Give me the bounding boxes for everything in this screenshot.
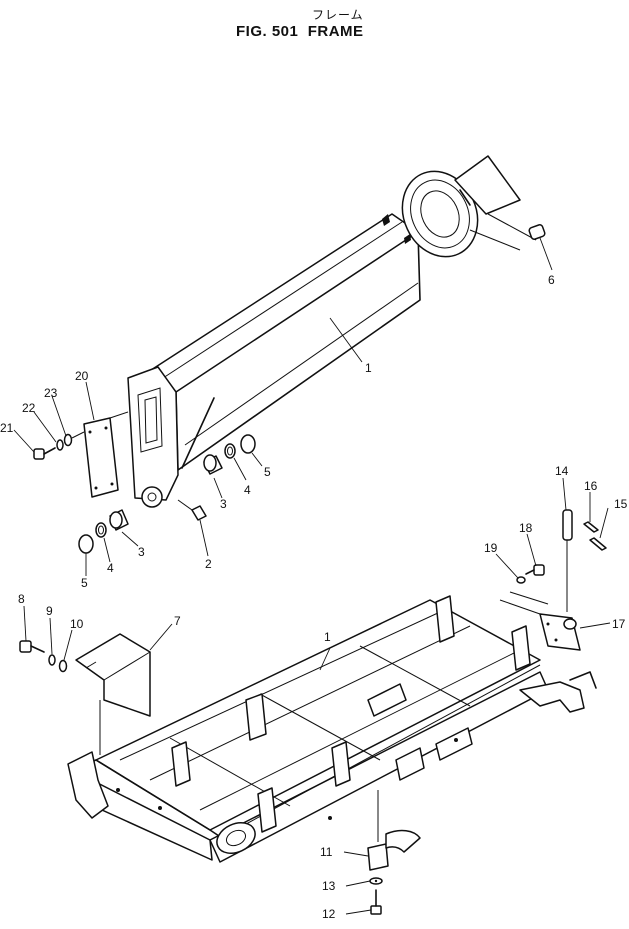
callout-11: 11: [320, 845, 333, 859]
callout-7: 7: [174, 614, 181, 628]
callout-8: 8: [18, 592, 25, 606]
part-11-bearing-block: [367, 790, 421, 871]
leader-lines: [13, 237, 611, 915]
part-17-bracket-plate: [499, 591, 581, 651]
part-3-bushing-left: [109, 509, 129, 531]
figure-title: FIG. 501 FRAME: [236, 23, 364, 40]
callout-1-lower-frame: 1: [324, 630, 331, 644]
part-3-bushing-right: [203, 454, 223, 475]
figure-title-japanese: フレーム: [312, 8, 364, 22]
callout-17: 17: [612, 617, 626, 631]
callout-18: 18: [519, 521, 533, 535]
callout-15: 15: [614, 497, 628, 511]
callout-2: 2: [205, 557, 212, 571]
callout-13: 13: [322, 879, 336, 893]
part-16-spring-pin: [583, 521, 599, 533]
callout-3-left: 3: [138, 545, 145, 559]
part-4-seal-left: [95, 522, 107, 538]
callout-14: 14: [555, 464, 569, 478]
part-20-cover-plate: [83, 411, 129, 498]
callout-21: 21: [0, 421, 14, 435]
callout-20: 20: [75, 369, 89, 383]
callout-4-left: 4: [107, 561, 114, 575]
callout-3-right: 3: [220, 497, 227, 511]
part-15-cotter-pin: [589, 537, 607, 551]
part-7-guard-plate: [75, 633, 151, 755]
callout-5-left: 5: [81, 576, 88, 590]
part-6-nut: [528, 224, 546, 240]
callout-1-upper-frame: 1: [365, 361, 372, 375]
parts-8-9-10-bolt-set: [19, 640, 68, 673]
part-4-seal-right: [224, 443, 236, 459]
callout-23: 23: [44, 386, 58, 400]
callout-9: 9: [46, 604, 53, 618]
callout-labels: 1 1 2 3 3 4 4 5 5 6 7 8 9 10 11 12 13 14…: [0, 273, 628, 921]
callout-19: 19: [484, 541, 498, 555]
callout-4-right: 4: [244, 483, 251, 497]
callout-5-right: 5: [264, 465, 271, 479]
callout-10: 10: [70, 617, 84, 631]
callout-22: 22: [22, 401, 36, 415]
part-5-ring-right: [240, 434, 256, 454]
lower-track-frame: [67, 595, 597, 863]
part-12-bolt: [370, 889, 382, 915]
callout-6: 6: [548, 273, 555, 287]
callout-16: 16: [584, 479, 598, 493]
parts-21-22-23-bolt-set: [33, 431, 85, 460]
part-5-ring-left: [78, 534, 94, 554]
part-19-washer: [516, 576, 526, 584]
part-14-pin: [562, 509, 573, 612]
upper-boom-frame: [127, 155, 537, 508]
part-2-grease-fitting: [177, 499, 207, 521]
part-18-bolt: [525, 564, 545, 576]
callout-12: 12: [322, 907, 336, 921]
part-13-washer: [369, 877, 383, 885]
